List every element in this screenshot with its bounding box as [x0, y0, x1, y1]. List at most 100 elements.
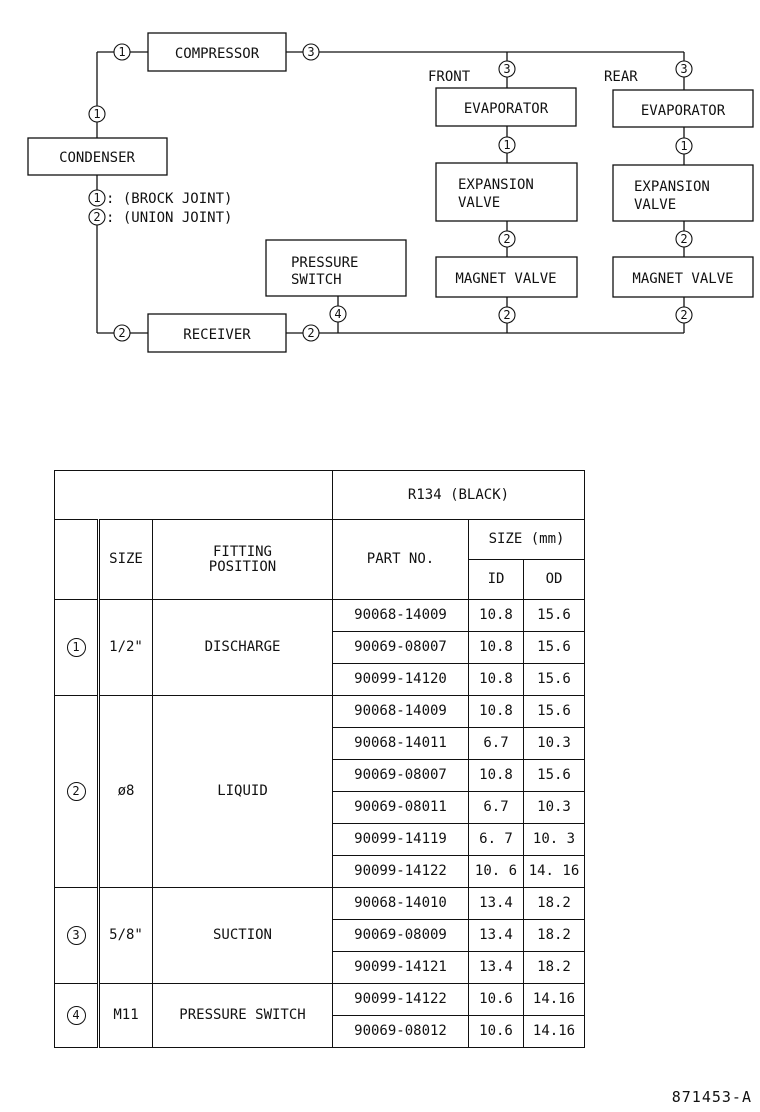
rear-expansion-valve: EXPANSION VALVE	[612, 164, 754, 222]
size-cell: 5/8"	[97, 887, 153, 984]
svg-text:1: 1	[503, 138, 510, 152]
size-mm-header: SIZE (mm)	[468, 519, 585, 560]
size-cell: 1/2"	[97, 599, 153, 696]
front-evaporator: EVAPORATOR	[435, 87, 577, 127]
svg-text:2: 2	[307, 326, 314, 340]
group-number-marker: 2	[66, 782, 86, 801]
joint-marker-receiver-out: 2	[302, 324, 320, 342]
inner-diameter-cell: 10.6	[468, 983, 524, 1016]
joint-marker-rear-mag-out: 2	[675, 306, 693, 324]
joint-marker-compressor-in: 1	[113, 43, 131, 61]
fitting-position-cell: DISCHARGE	[152, 599, 333, 696]
svg-text:2: 2	[93, 210, 100, 224]
joint-marker-front-evap-in: 3	[498, 60, 516, 78]
refrigerant-circuit-diagram: COMPRESSOR CONDENSER RECEIVER PRESSURE S…	[27, 32, 754, 353]
svg-text:4: 4	[334, 307, 341, 321]
drawing-number: 871453-A	[671, 1088, 752, 1106]
joint-marker-front-evap-out: 1	[498, 136, 516, 154]
size-cell: ø8	[97, 695, 153, 888]
svg-text:2: 2	[118, 326, 125, 340]
pressure-switch: PRESSURE SWITCH	[265, 239, 407, 297]
outer-diameter-cell: 10. 3	[523, 823, 585, 856]
compressor: COMPRESSOR	[147, 32, 287, 72]
rear-evaporator-label: EVAPORATOR	[641, 103, 726, 119]
front-magnet-valve-label: MAGNET VALVE	[455, 271, 556, 287]
rear-magnet-valve: MAGNET VALVE	[612, 256, 754, 298]
part-number-cell: 90069-08011	[332, 791, 469, 824]
inner-diameter-cell: 10.6	[468, 1015, 524, 1048]
part-no-header: PART NO.	[332, 519, 469, 600]
inner-diameter-cell: 6. 7	[468, 823, 524, 856]
outer-diameter-cell: 15.6	[523, 663, 585, 696]
part-number-cell: 90069-08007	[332, 631, 469, 664]
part-number-cell: 90069-08007	[332, 759, 469, 792]
front-magnet-valve: MAGNET VALVE	[435, 256, 578, 298]
joint-marker-pressure-switch: 4	[329, 305, 347, 323]
outer-diameter-cell: 10.3	[523, 727, 585, 760]
outer-diameter-cell: 18.2	[523, 951, 585, 984]
inner-diameter-cell: 13.4	[468, 951, 524, 984]
inner-diameter-cell: 6.7	[468, 727, 524, 760]
pressure-switch-label-line2: SWITCH	[291, 272, 342, 288]
group-number-cell: 1	[54, 599, 99, 696]
id-header: ID	[468, 559, 524, 600]
front-expansion-valve-line2: VALVE	[458, 195, 500, 211]
rear-label: REAR	[604, 69, 638, 85]
group-number-cell: 3	[54, 887, 99, 984]
part-number-cell: 90068-14009	[332, 695, 469, 728]
part-number-cell: 90099-14121	[332, 951, 469, 984]
svg-text:1: 1	[93, 191, 100, 205]
blank-header-cell	[54, 470, 333, 520]
outer-diameter-cell: 15.6	[523, 599, 585, 632]
outer-diameter-cell: 15.6	[523, 759, 585, 792]
svg-text:3: 3	[503, 62, 510, 76]
inner-diameter-cell: 10.8	[468, 759, 524, 792]
part-number-cell: 90068-14010	[332, 887, 469, 920]
size-header: SIZE	[97, 519, 153, 600]
refrigerant-header: R134 (BLACK)	[332, 470, 585, 520]
outer-diameter-cell: 14.16	[523, 1015, 585, 1048]
inner-diameter-cell: 10.8	[468, 599, 524, 632]
svg-text:3: 3	[307, 45, 314, 59]
outer-diameter-cell: 18.2	[523, 887, 585, 920]
size-cell: M11	[97, 983, 153, 1048]
front-evaporator-label: EVAPORATOR	[464, 101, 549, 117]
svg-text:2: 2	[503, 232, 510, 246]
front-label: FRONT	[428, 69, 471, 85]
part-number-cell: 90069-08009	[332, 919, 469, 952]
num-header-cell	[54, 519, 99, 600]
outer-diameter-cell: 18.2	[523, 919, 585, 952]
svg-text:2: 2	[680, 232, 687, 246]
fitting-position-cell: SUCTION	[152, 887, 333, 984]
joint-marker-condenser-top: 1	[88, 105, 106, 123]
outer-diameter-cell: 14.16	[523, 983, 585, 1016]
joint-marker-rear-exp-out: 2	[675, 230, 693, 248]
legend-brock-text: : (BROCK JOINT)	[106, 191, 232, 207]
inner-diameter-cell: 10.8	[468, 695, 524, 728]
joint-marker-front-exp-out: 2	[498, 230, 516, 248]
inner-diameter-cell: 10.8	[468, 631, 524, 664]
inner-diameter-cell: 10. 6	[468, 855, 524, 888]
joint-legend-union: 2 : (UNION JOINT)	[88, 208, 232, 226]
fitting-position-cell: LIQUID	[152, 695, 333, 888]
group-number-marker: 3	[66, 926, 86, 945]
fitting-position-cell: PRESSURE SWITCH	[152, 983, 333, 1048]
part-number-cell: 90099-14122	[332, 983, 469, 1016]
svg-text:3: 3	[680, 62, 687, 76]
condenser-label: CONDENSER	[59, 150, 135, 166]
joint-marker-rear-evap-out: 1	[675, 137, 693, 155]
receiver: RECEIVER	[147, 313, 287, 353]
part-number-cell: 90068-14011	[332, 727, 469, 760]
svg-text:1: 1	[118, 45, 125, 59]
joint-marker-receiver-in: 2	[113, 324, 131, 342]
